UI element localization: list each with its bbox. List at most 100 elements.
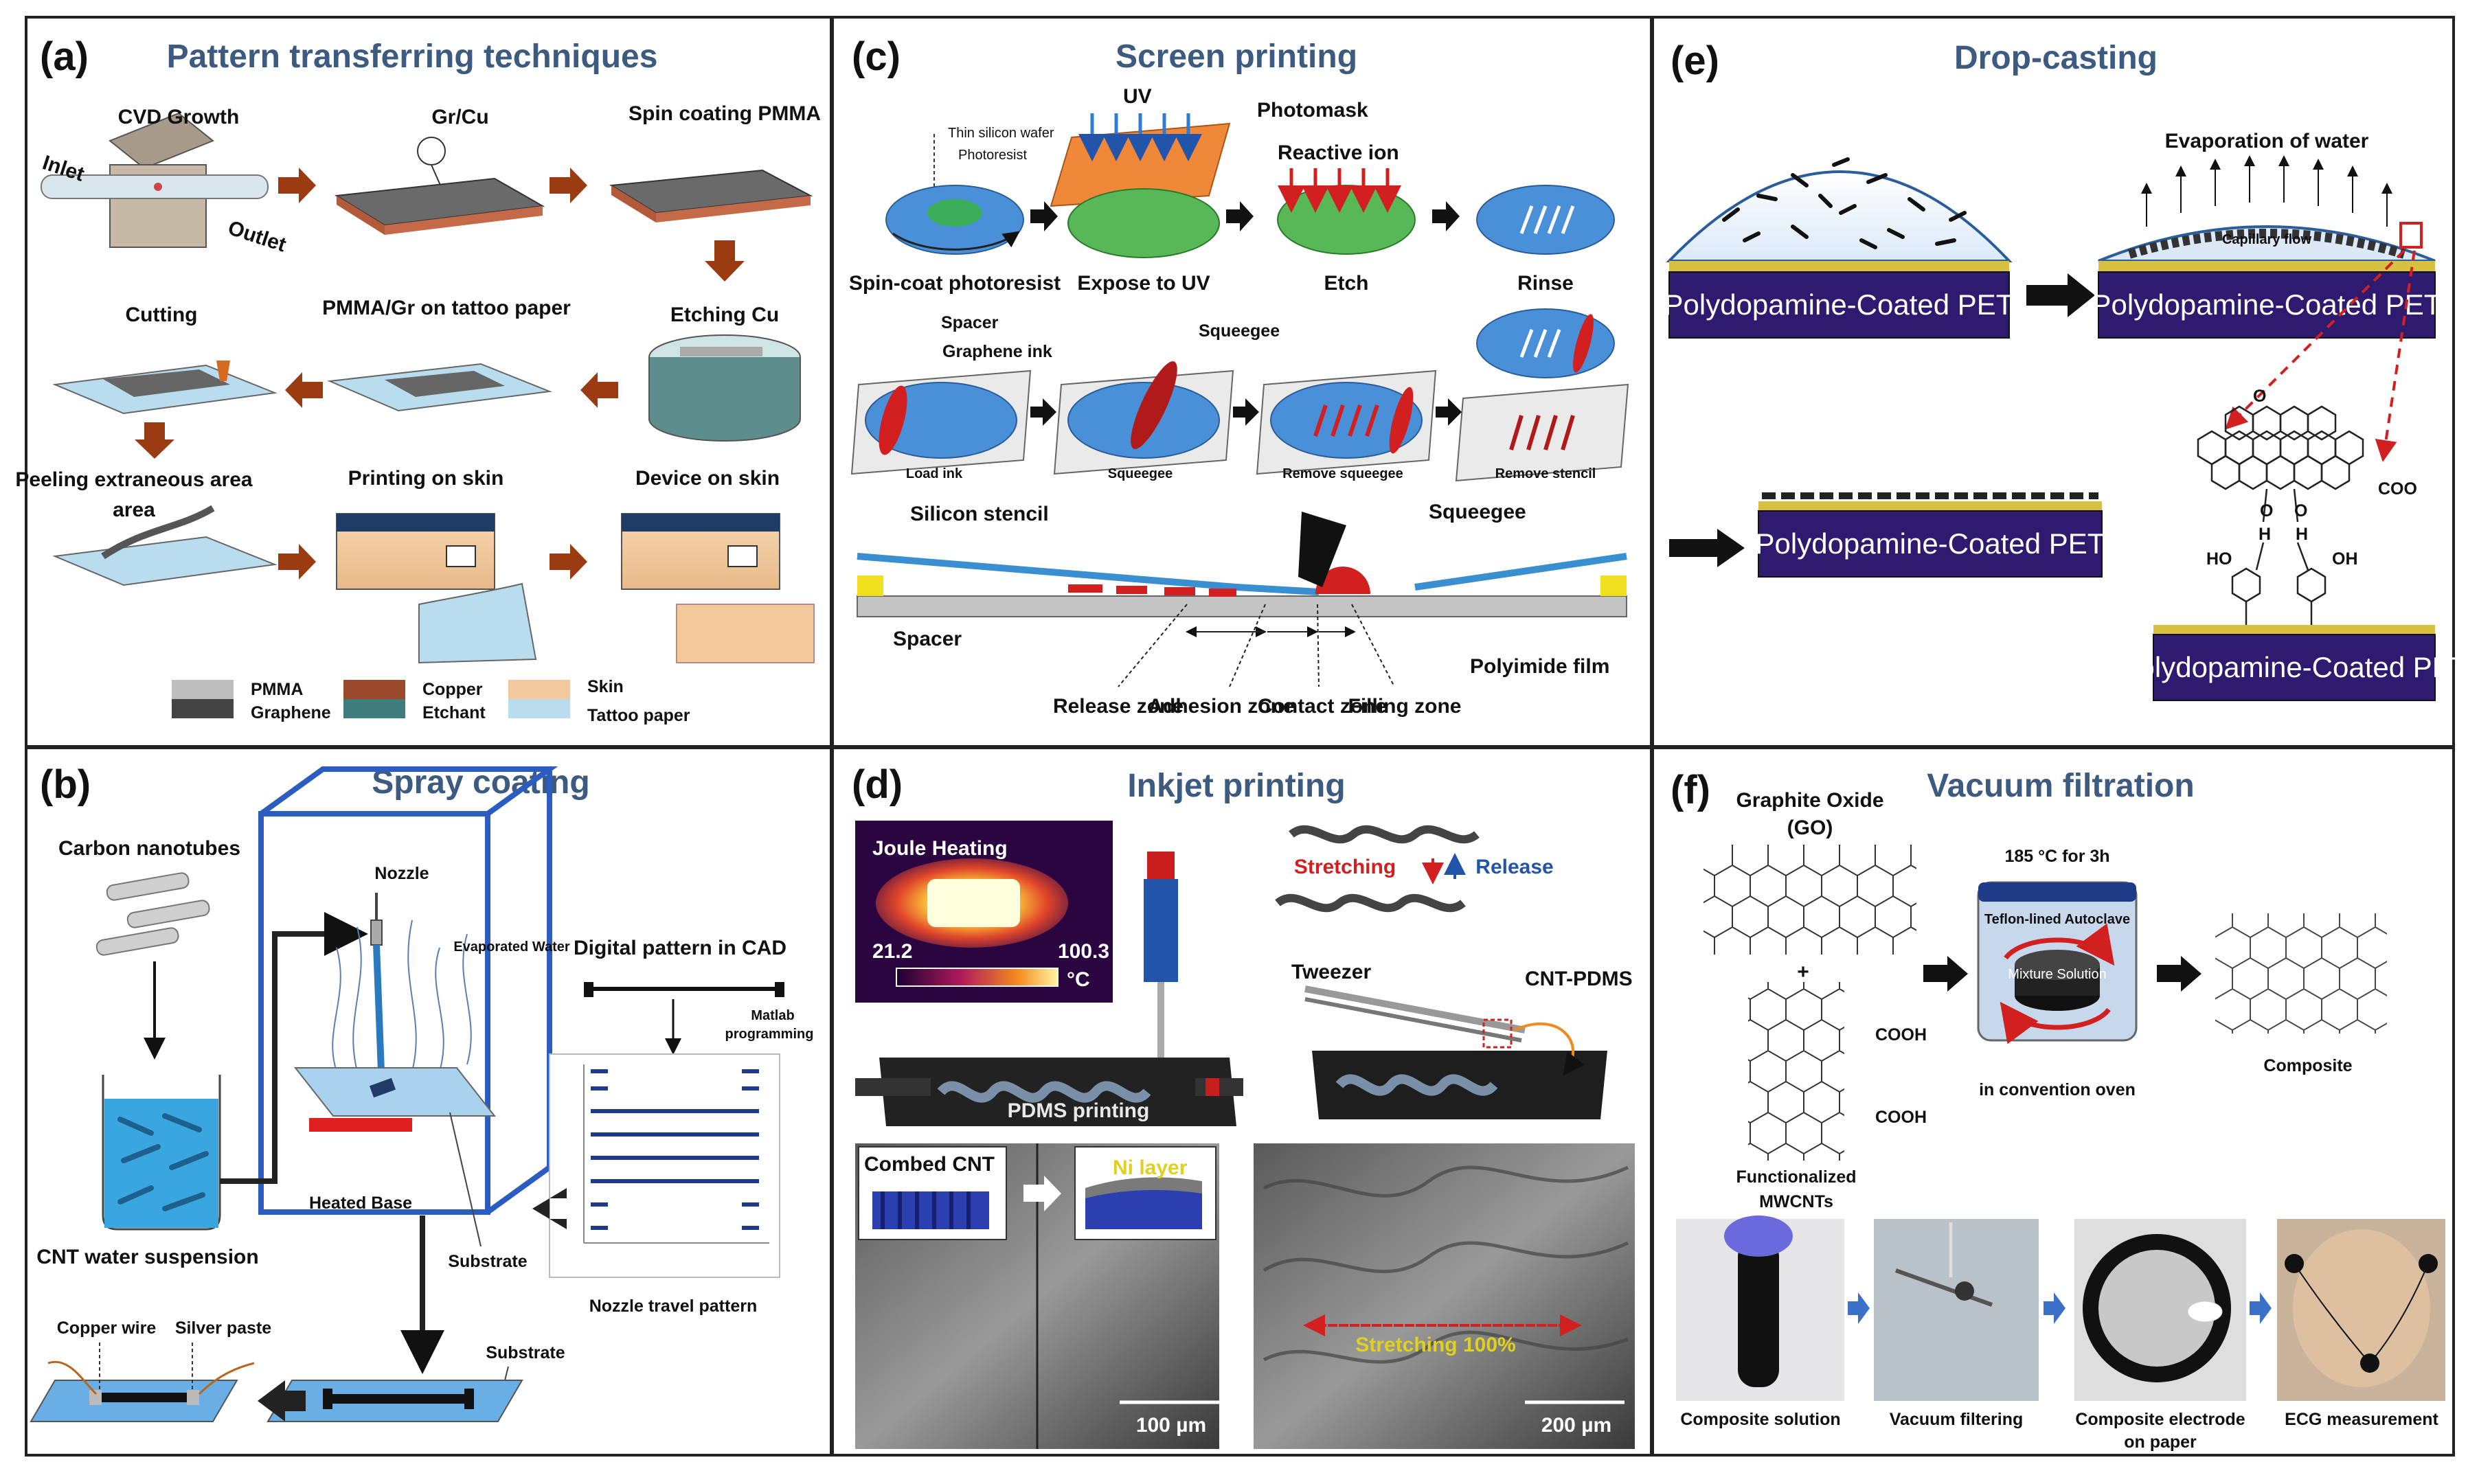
panel-b-letter: (b)	[40, 762, 91, 807]
svg-text:Substrate: Substrate	[486, 1343, 565, 1362]
svg-text:Squeegee: Squeegee	[1429, 501, 1526, 523]
svg-text:Nozzle travel pattern: Nozzle travel pattern	[589, 1297, 758, 1316]
go-lattice	[1703, 845, 1916, 955]
ink-step-squeegee	[1053, 361, 1234, 475]
step-cvd-growth: CVD Growth	[118, 106, 240, 128]
svg-text:185 °C for 3h: 185 °C for 3h	[2004, 847, 2109, 866]
svg-text:PMMA: PMMA	[251, 680, 303, 699]
mwcnt-lattice	[1748, 982, 1844, 1161]
panel-d-title: Inkjet printing	[1127, 768, 1345, 804]
svg-text:Stretching: Stretching	[1294, 856, 1396, 878]
panel-f-photo-arrows	[1848, 1292, 2272, 1324]
cnt-tubes	[95, 872, 210, 956]
svg-text:Substrate: Substrate	[448, 1252, 527, 1271]
panel-d: (d) Inkjet printing Joule Heating 21.2 1…	[852, 762, 1635, 1449]
photo-composite-solution	[1676, 1215, 1844, 1401]
svg-text:Tweezer: Tweezer	[1291, 961, 1371, 983]
pet-box-3	[1758, 510, 2103, 578]
svg-text:Etchant: Etchant	[422, 703, 486, 722]
svg-text:COOH: COOH	[1875, 1108, 1927, 1127]
svg-text:Combed CNT: Combed CNT	[864, 1153, 995, 1176]
svg-text:Digital pattern in CAD: Digital pattern in CAD	[574, 937, 786, 959]
svg-text:Stretching 100%: Stretching 100%	[1355, 1334, 1515, 1356]
svg-text:Functionalized: Functionalized	[1736, 1167, 1857, 1187]
cvd-furnace	[41, 112, 269, 248]
svg-text:O: O	[2294, 501, 2307, 521]
svg-text:Spacer: Spacer	[941, 313, 999, 332]
panel-a-arrows	[135, 168, 745, 580]
svg-text:COOH: COOH	[1875, 1025, 1927, 1044]
panel-f-frame	[1651, 746, 2455, 1457]
svg-text:in convention oven: in convention oven	[1979, 1080, 2136, 1099]
ink-step-remove-squeegee	[1256, 369, 1437, 475]
spray-chamber	[258, 766, 558, 1215]
svg-text:Photomask: Photomask	[1257, 99, 1368, 122]
svg-text:MWCNTs: MWCNTs	[1759, 1192, 1833, 1211]
panel-a: (a) Pattern transferring techniques Inle…	[15, 34, 821, 725]
panel-a-letter: (a)	[40, 34, 89, 79]
panel-a-title: Pattern transferring techniques	[167, 38, 658, 75]
inkjet-nozzle	[1144, 852, 1178, 1064]
svg-text:Graphene ink: Graphene ink	[942, 342, 1052, 361]
svg-text:UV: UV	[1123, 85, 1152, 108]
svg-text:Joule Heating: Joule Heating	[872, 837, 1008, 860]
wavy-film	[1275, 825, 1480, 913]
svg-text:Evaporation of water: Evaporation of water	[2165, 130, 2369, 152]
svg-text:Contact zone: Contact zone	[1258, 695, 1387, 718]
svg-text:Heated Base: Heated Base	[309, 1194, 412, 1213]
svg-text:CNT-PDMS: CNT-PDMS	[1525, 968, 1633, 990]
svg-text:Etch: Etch	[1324, 272, 1368, 295]
svg-text:Silicon stencil: Silicon stencil	[910, 503, 1049, 525]
svg-text:Mixture Solution: Mixture Solution	[2008, 967, 2106, 982]
svg-text:Skin: Skin	[587, 677, 624, 696]
svg-text:Evaporated Water: Evaporated Water	[453, 939, 570, 955]
panel-c: (c) Screen printing Thin silicon wafer P…	[849, 34, 1629, 718]
step-etching-cu: Etching Cu	[670, 304, 779, 326]
panel-f-title: Vacuum filtration	[1927, 768, 2194, 804]
svg-text:H: H	[2259, 525, 2271, 544]
svg-text:200 µm: 200 µm	[1541, 1414, 1611, 1437]
svg-text:Remove stencil: Remove stencil	[1495, 466, 1596, 481]
photo-composite-electrode	[2074, 1219, 2246, 1401]
pet-box-1	[1668, 271, 2010, 339]
svg-text:100 µm: 100 µm	[1136, 1414, 1206, 1437]
svg-text:Release zone: Release zone	[1053, 695, 1184, 718]
panel-e: (e) Drop-casting Polydopamine-Coated PET…	[1664, 38, 2469, 701]
svg-text:H: H	[2296, 525, 2308, 544]
panel-d-letter: (d)	[852, 762, 903, 807]
svg-text:Composite solution: Composite solution	[1680, 1410, 1840, 1429]
svg-text:HO: HO	[2206, 549, 2232, 569]
svg-text:Ni layer: Ni layer	[1113, 1156, 1188, 1179]
svg-text:OH: OH	[2332, 549, 2358, 569]
step-pmma-gr-tattoo: PMMA/Gr on tattoo paper	[322, 297, 571, 319]
nozzle-pattern-plot	[549, 1053, 780, 1278]
svg-text:Silver paste: Silver paste	[175, 1319, 271, 1338]
svg-text:Polydopamine-Coated PET: Polydopamine-Coated PET	[2120, 651, 2469, 683]
panel-b: (b) Spray coating Carbon nanotubes CNT w…	[30, 762, 814, 1422]
svg-text:programming: programming	[725, 1027, 814, 1042]
photo-ecg-measurement	[2277, 1219, 2445, 1401]
svg-text:Rinse: Rinse	[1517, 272, 1574, 295]
droplet-dome	[1666, 170, 2013, 262]
outlet-label: Outlet	[225, 216, 289, 256]
step-peeling: Peeling extraneous area	[15, 468, 252, 491]
svg-text:Graphene: Graphene	[251, 703, 331, 722]
autoclave: Teflon-lined Autoclave Mixture Solution	[1977, 881, 2138, 1044]
svg-text:COO: COO	[2378, 479, 2417, 499]
step-printing-skin: Printing on skin	[348, 467, 504, 490]
step-peeling-area: area	[113, 499, 155, 521]
svg-text:Capillary flow: Capillary flow	[2222, 232, 2311, 247]
svg-text:21.2: 21.2	[872, 940, 912, 963]
svg-text:(GO): (GO)	[1787, 817, 1833, 839]
pet-box-2	[2098, 271, 2436, 339]
panel-c-arrows-row2	[1030, 398, 1462, 426]
svg-text:Release: Release	[1475, 856, 1553, 878]
panel-e-letter: (e)	[1671, 38, 1719, 83]
svg-text:Polyimide film: Polyimide film	[1470, 655, 1609, 678]
svg-text:Composite electrode: Composite electrode	[2075, 1410, 2245, 1429]
panel-c-arrows-row1	[1030, 201, 1460, 231]
go-molecule	[2197, 405, 2364, 625]
sem-stretching	[1254, 1143, 1635, 1449]
svg-text:Squeegee: Squeegee	[1108, 466, 1173, 481]
svg-text:Matlab: Matlab	[751, 1008, 794, 1023]
